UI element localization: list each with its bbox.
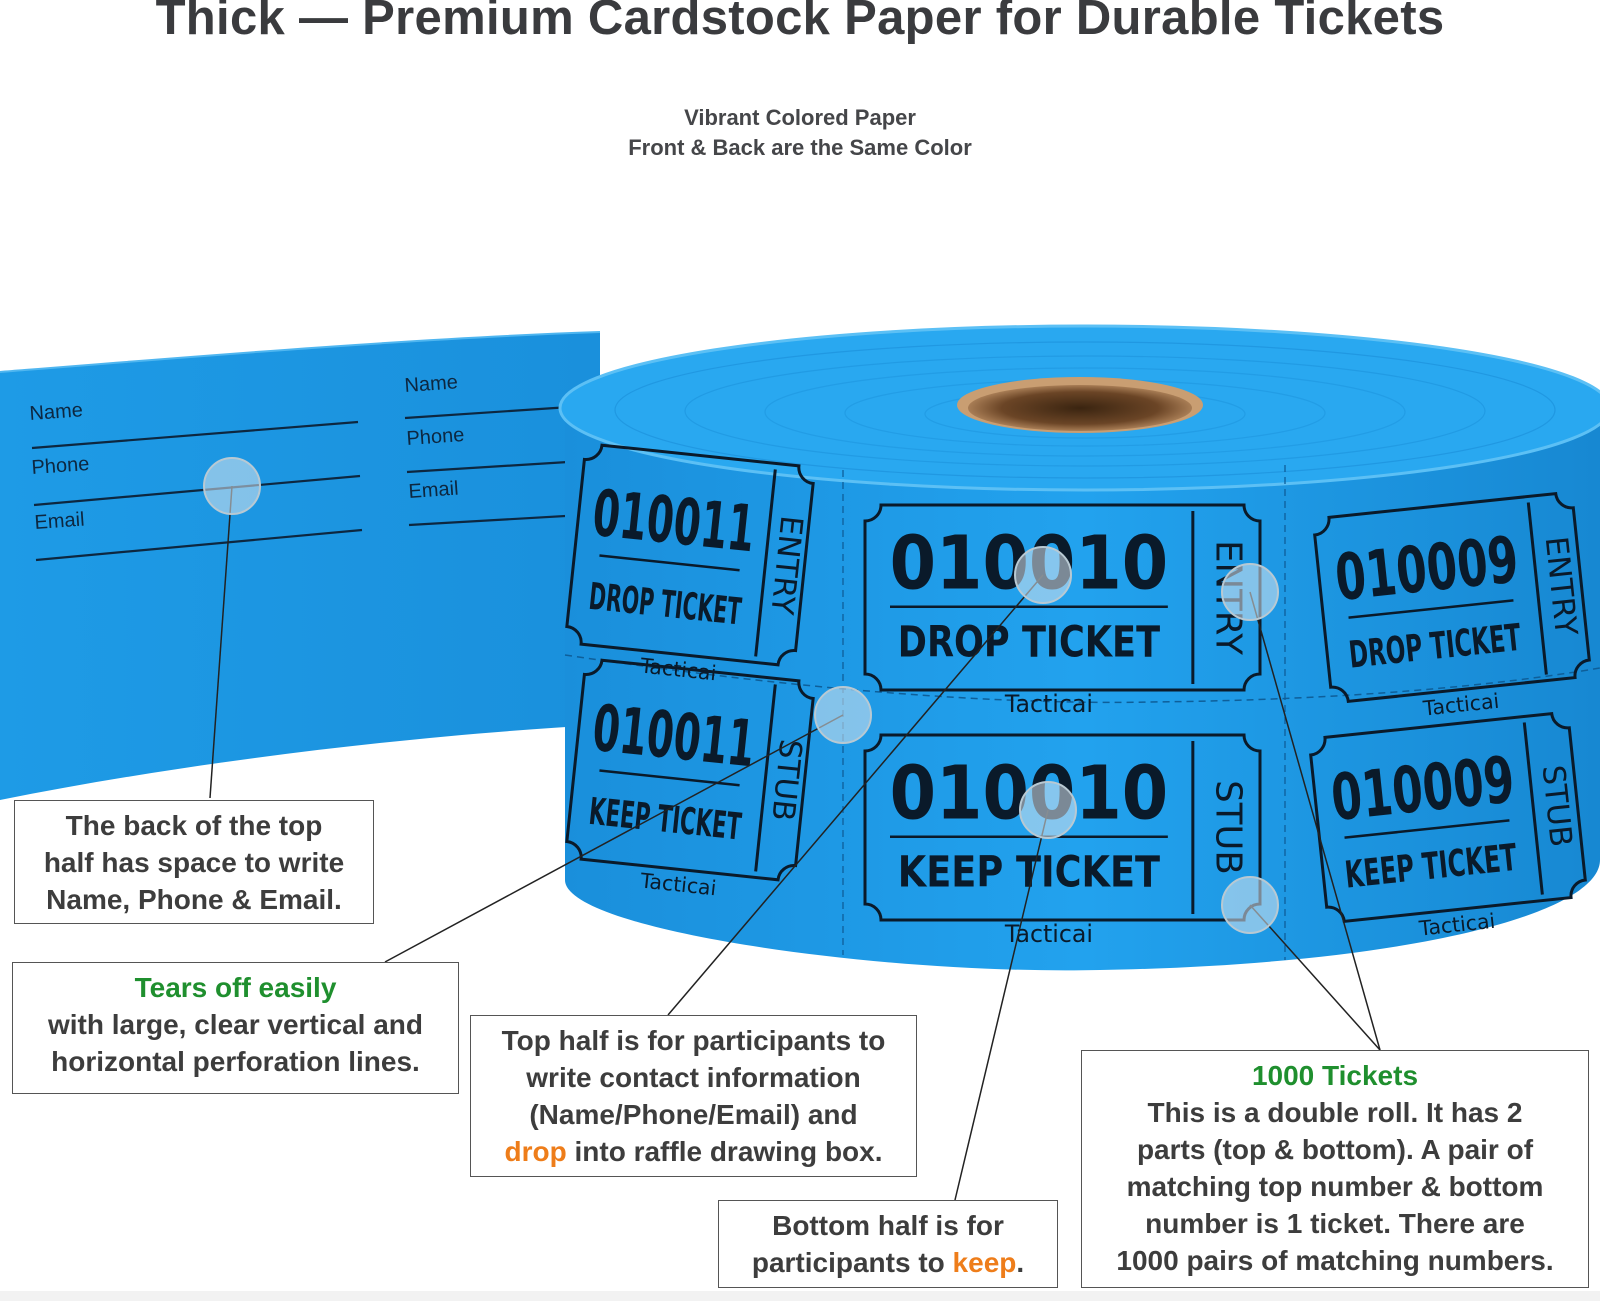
- callout-tears-off: Tears off easily with large, clear verti…: [12, 962, 459, 1094]
- ticket-brand: Tacticai: [1004, 920, 1093, 948]
- subtitle: Vibrant Colored Paper Front & Back are t…: [0, 103, 1600, 163]
- strip-field-phone-2: Phone: [406, 424, 465, 450]
- callout-connectors: [209, 485, 1381, 1201]
- ticket-rule: [1344, 819, 1510, 839]
- callout-bottom-half: Bottom half is for participants to keep.: [718, 1200, 1058, 1288]
- callout-top-line-3: (Name/Phone/Email) and: [529, 1099, 858, 1130]
- ticket-side-label: STUB: [764, 738, 808, 823]
- ticket-outline: [1313, 491, 1591, 704]
- callout-top-line-2: write contact information: [526, 1062, 861, 1093]
- callout-bottom-prefix: participants to: [751, 1247, 953, 1278]
- callout-top-half: Top half is for participants to write co…: [470, 1015, 917, 1177]
- ticket-side-label: STUB: [1535, 763, 1579, 848]
- callout-count-line-4: number is 1 ticket. There are: [1145, 1208, 1525, 1239]
- ticket-outline: [1309, 711, 1587, 924]
- ticket-divider: [754, 469, 777, 657]
- callout-bottom-keep-highlight: keep: [952, 1247, 1017, 1278]
- ticket-label: DROP TICKET: [898, 618, 1161, 668]
- ticket-outline: [565, 658, 815, 882]
- subtitle-line-1: Vibrant Colored Paper: [684, 105, 916, 130]
- ticket-outline: [565, 443, 815, 667]
- callout-count-line-5: 1000 pairs of matching numbers.: [1116, 1245, 1554, 1276]
- callout-bottom-line-2: participants to keep.: [729, 1244, 1047, 1281]
- ticket-number: 010011: [589, 477, 758, 568]
- callout-bottom-suffix: .: [1016, 1247, 1025, 1278]
- callout-count-line-3: matching top number & bottom: [1126, 1171, 1544, 1202]
- callout-tears-line-1: with large, clear vertical and: [47, 1009, 424, 1040]
- ticket-divider: [754, 684, 777, 872]
- highlight-dots: [203, 457, 1279, 934]
- horizontal-perforation: [564, 654, 1600, 704]
- callout-top-line-4: drop into raffle drawing box.: [481, 1133, 906, 1170]
- roll-side: [565, 405, 1600, 971]
- callout-back-line-2: half has space to write: [43, 847, 345, 878]
- callout-top-drop-highlight: drop: [504, 1136, 567, 1167]
- callout-count-line-1: This is a double roll. It has 2: [1147, 1097, 1523, 1128]
- strip-field-email-2: Email: [408, 478, 459, 503]
- callout-count-line-2: parts (top & bottom). A pair of: [1136, 1134, 1534, 1165]
- strip-field-name: Name: [29, 399, 84, 425]
- callout-back-line-3: Name, Phone & Email.: [46, 884, 342, 915]
- bottom-edge: [0, 1291, 1600, 1301]
- subtitle-line-2: Front & Back are the Same Color: [628, 135, 972, 160]
- callout-back-line-1: The back of the top: [65, 810, 323, 841]
- callout-back-writing: The back of the top half has space to wr…: [14, 800, 374, 924]
- ticket-rule: [599, 554, 740, 572]
- callout-tears-line-2: horizontal perforation lines.: [51, 1046, 420, 1077]
- ticket-outline: [863, 503, 1262, 692]
- callout-bottom-line-1: Bottom half is for: [772, 1210, 1004, 1241]
- ticket-divider: [1526, 502, 1548, 675]
- unrolled-strip: [0, 332, 600, 800]
- ticket-number: 010011: [589, 692, 758, 783]
- callout-1000-tickets: 1000 Tickets This is a double roll. It h…: [1081, 1050, 1589, 1288]
- ticket-rule: [1348, 599, 1514, 619]
- page-title: Thick — Premium Cardstock Paper for Dura…: [155, 0, 1445, 45]
- ticket-brand: Tacticai: [1004, 690, 1093, 718]
- strip-field-phone: Phone: [31, 453, 90, 479]
- callout-count-highlight: 1000 Tickets: [1251, 1060, 1419, 1091]
- strip-field-name-2: Name: [404, 371, 459, 397]
- strip-field-email: Email: [34, 509, 85, 534]
- ticket-side-label: STUB: [1207, 780, 1248, 875]
- callout-top-line-4-rest: into raffle drawing box.: [566, 1136, 883, 1167]
- ticket-divider: [1522, 722, 1544, 895]
- callout-top-line-1: Top half is for participants to: [501, 1025, 886, 1056]
- callout-tears-highlight: Tears off easily: [134, 972, 337, 1003]
